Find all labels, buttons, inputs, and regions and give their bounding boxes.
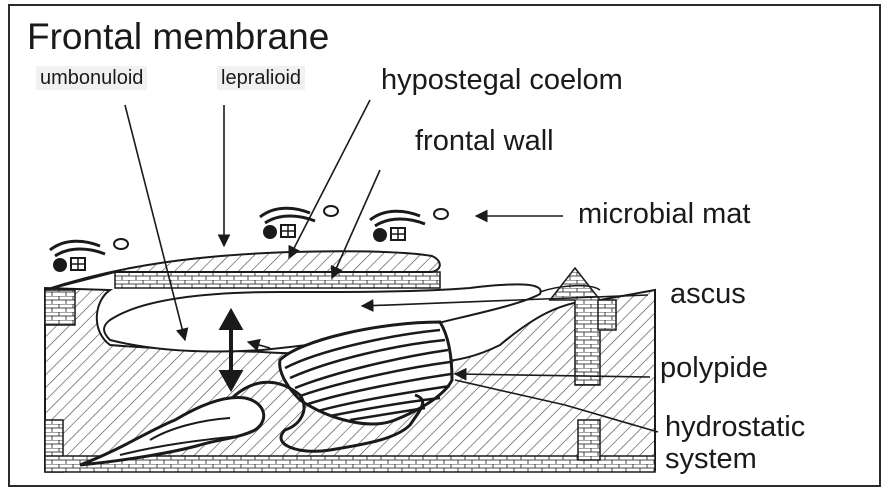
hydrostatic-label-line1: hydrostatic bbox=[665, 413, 805, 442]
umbonuloid-label: umbonuloid bbox=[36, 66, 147, 90]
microbial-mat-cluster-2 bbox=[260, 206, 338, 239]
ascus-label: ascus bbox=[670, 280, 746, 309]
microbial-mat-label: microbial mat bbox=[578, 200, 750, 229]
polypide-label: polypide bbox=[660, 354, 768, 383]
hydrostatic-label-line2: system bbox=[665, 445, 757, 474]
hypostegal-coelom-label: hypostegal coelom bbox=[381, 66, 623, 95]
microbial-mat-cluster-3 bbox=[370, 209, 448, 242]
frontal-wall-label: frontal wall bbox=[415, 127, 554, 156]
lepralioid-label: lepralioid bbox=[217, 66, 305, 90]
hypostegal-leader bbox=[289, 100, 370, 258]
microbial-mat-cluster-1 bbox=[50, 239, 128, 272]
diagram-title: Frontal membrane bbox=[27, 18, 329, 55]
